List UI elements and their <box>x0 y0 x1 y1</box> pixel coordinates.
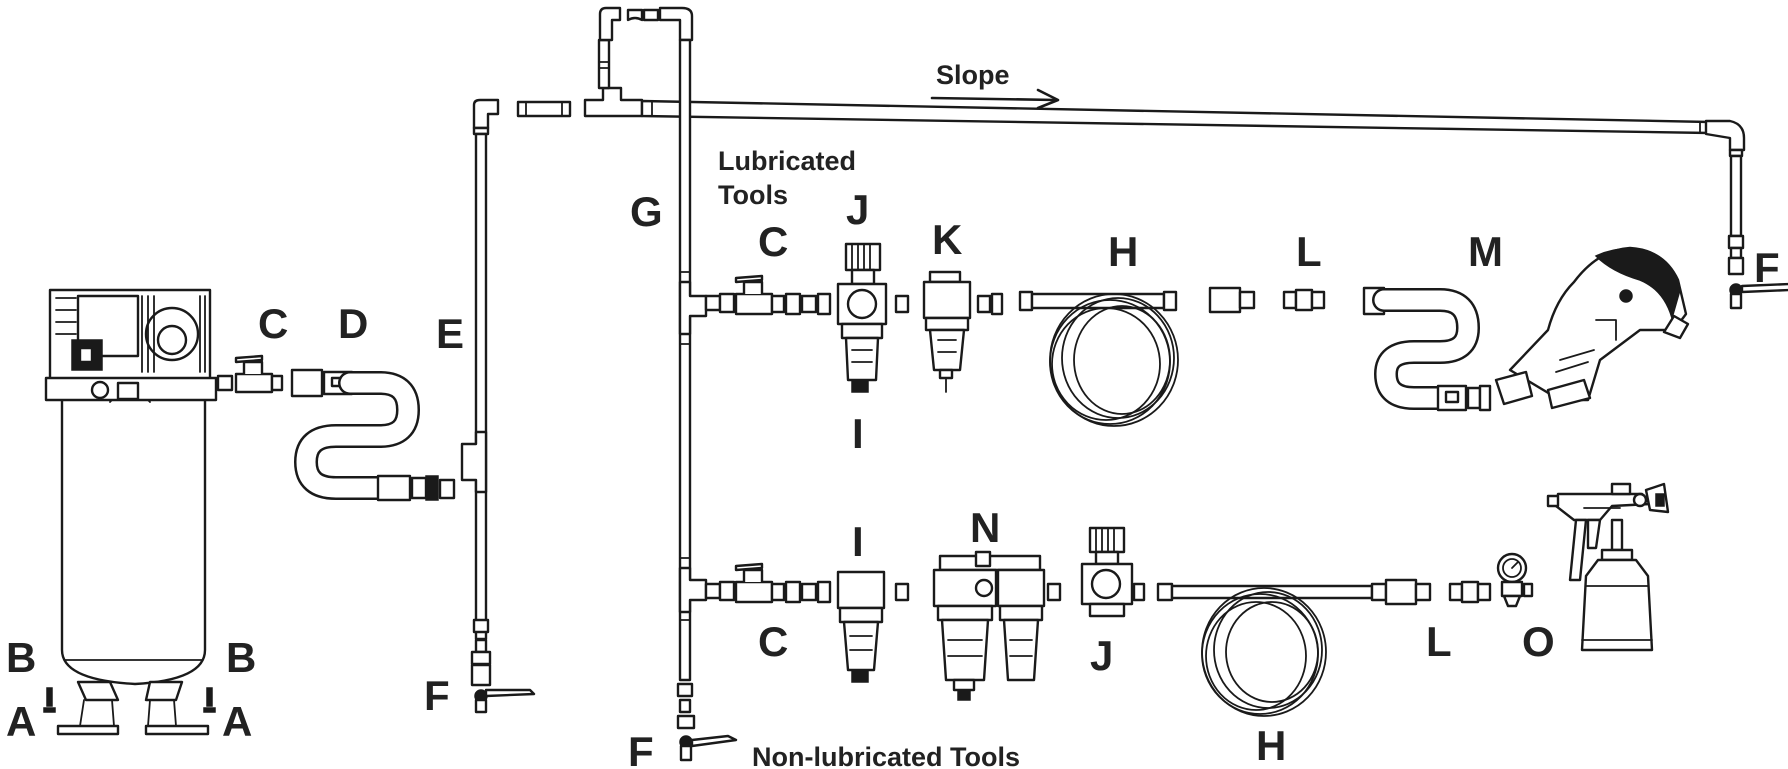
label-o: O <box>1522 618 1555 665</box>
filter-i-non-lubricated <box>836 570 910 683</box>
label-b-left: B <box>6 634 36 681</box>
slope-label: Slope <box>936 60 1010 90</box>
label-c-compressor: C <box>258 300 288 347</box>
label-n: N <box>970 504 1000 551</box>
impact-wrench-tool <box>1494 246 1690 410</box>
hose-d <box>290 368 456 502</box>
hose-h-non-lubricated <box>1156 582 1388 717</box>
ball-valve-c-lubricated <box>704 274 832 316</box>
label-b-right: B <box>226 634 256 681</box>
lubricator-k <box>922 270 1004 393</box>
regulator-j-non-lubricated <box>1080 526 1146 618</box>
label-i-non-lubricated: I <box>852 518 864 565</box>
quick-coupler-l-non-lubricated <box>1384 578 1492 606</box>
non-lubricated-tools-label: Non-lubricated Tools <box>752 742 1020 769</box>
label-f-e: F <box>424 672 450 719</box>
hose-m <box>1362 286 1492 412</box>
label-d: D <box>338 300 368 347</box>
hose-h-lubricated <box>1018 290 1179 427</box>
drain-valve-f-right <box>1727 246 1788 310</box>
pipe-drop-e <box>460 98 572 666</box>
drain-valve-f-e <box>470 663 536 714</box>
ball-valve-c-compressor <box>216 354 284 394</box>
air-compressor <box>43 288 218 736</box>
air-gauge-o <box>1496 552 1534 608</box>
label-l-non-lubricated: L <box>1426 618 1452 665</box>
label-f-right: F <box>1754 244 1780 291</box>
lubricated-tools-label-line2: Tools <box>718 180 788 210</box>
label-k: K <box>932 216 962 263</box>
main-header-pipe <box>583 6 1746 250</box>
label-i-lubricated: I <box>852 410 864 457</box>
label-g: G <box>630 188 663 235</box>
label-a-right: A <box>222 698 252 745</box>
label-c-non-lubricated: C <box>758 618 788 665</box>
label-h-non-lubricated: H <box>1256 722 1286 769</box>
label-e: E <box>436 310 464 357</box>
spray-gun-tool <box>1546 482 1670 652</box>
regulator-j-lubricated <box>836 242 910 393</box>
label-l-lubricated: L <box>1296 228 1322 275</box>
slope-arrow <box>930 88 1060 110</box>
filter-regulator-n <box>932 550 1062 701</box>
label-f-g: F <box>628 728 654 769</box>
label-j-non-lubricated: J <box>1090 632 1113 679</box>
drain-valve-f-g <box>676 714 738 762</box>
ball-valve-c-non-lubricated <box>704 562 832 604</box>
label-j-lubricated: J <box>846 186 869 233</box>
label-h-lubricated: H <box>1108 228 1138 275</box>
quick-coupler-l-lubricated <box>1208 286 1326 314</box>
label-a-left: A <box>6 698 36 745</box>
lubricated-tools-label-line1: Lubricated <box>718 146 856 176</box>
pipe-riser-g <box>676 38 708 714</box>
label-c-lubricated: C <box>758 218 788 265</box>
label-m: M <box>1468 228 1503 275</box>
text-labels: Slope Lubricated Tools Non-lubricated To… <box>6 60 1780 769</box>
